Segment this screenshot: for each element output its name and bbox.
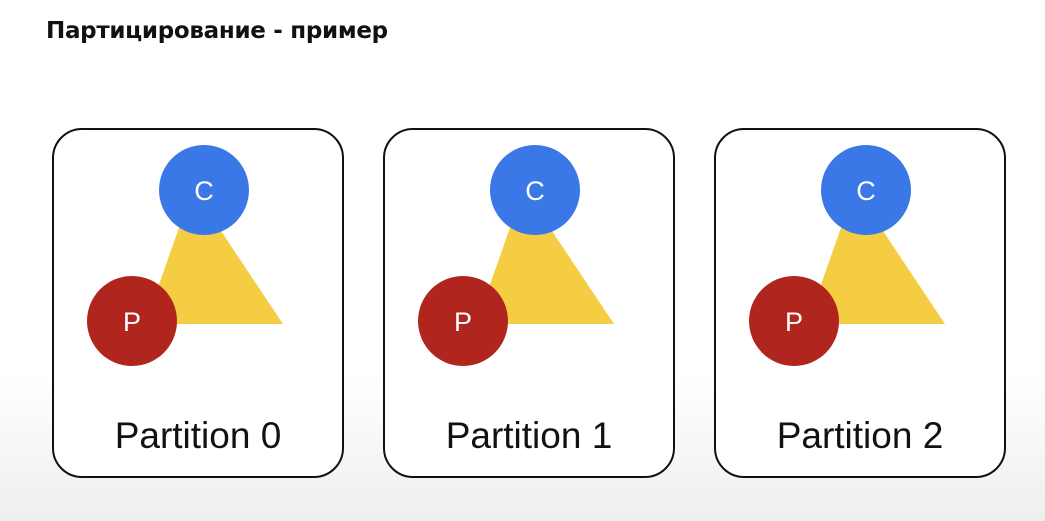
consumer-letter: C	[525, 176, 545, 206]
producer-circle	[418, 276, 508, 366]
consumer-circle	[159, 145, 249, 235]
partition-label: Partition 0	[114, 415, 282, 456]
producer-circle	[87, 276, 177, 366]
partition-triangle	[145, 225, 283, 324]
partition-triangle	[807, 225, 945, 324]
partition-card-0: C P Partition 0	[52, 128, 344, 478]
producer-letter: P	[454, 307, 472, 337]
partition-card-1: C P Partition 1	[383, 128, 675, 478]
consumer-letter: C	[194, 176, 214, 206]
partition-diagram-1: C P	[418, 145, 614, 366]
consumer-circle	[490, 145, 580, 235]
partition-triangle	[476, 225, 614, 324]
producer-circle	[749, 276, 839, 366]
partition-diagram-2: C P	[749, 145, 945, 366]
slide-title: Партицирование - пример	[46, 18, 388, 44]
partition-label: Partition 2	[776, 415, 944, 456]
consumer-letter: C	[856, 176, 876, 206]
partition-diagram-0: C P	[87, 145, 283, 366]
consumer-circle	[821, 145, 911, 235]
producer-letter: P	[785, 307, 803, 337]
partition-label: Partition 1	[445, 415, 613, 456]
partition-card-2: C P Partition 2	[714, 128, 1006, 478]
producer-letter: P	[123, 307, 141, 337]
